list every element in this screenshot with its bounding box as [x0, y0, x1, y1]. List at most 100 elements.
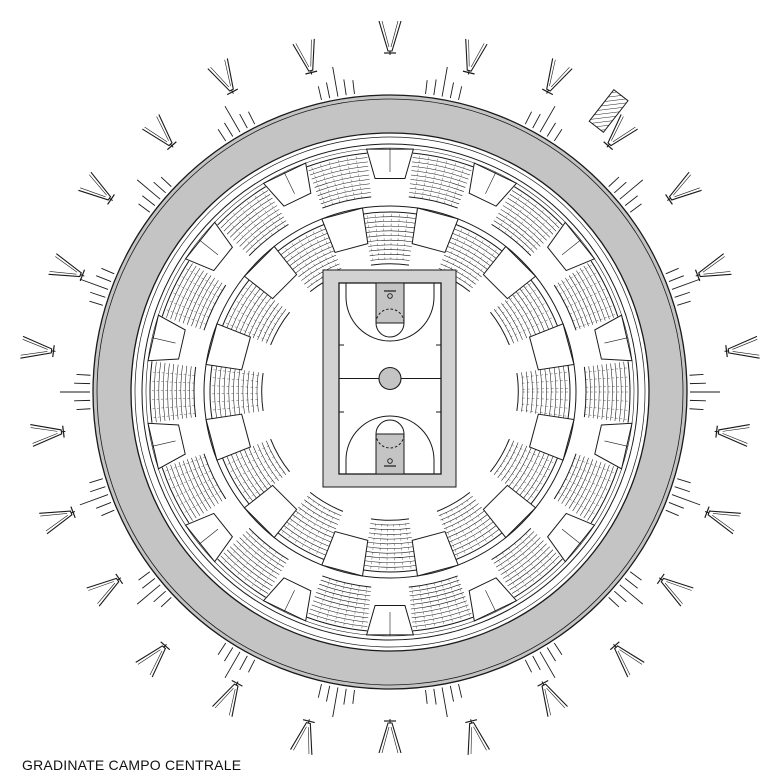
support-mast — [20, 335, 56, 359]
lower-seat-row — [226, 456, 254, 502]
upper-seat-row — [498, 212, 541, 247]
upper-seat-row — [180, 365, 183, 419]
lower-seat-row — [549, 368, 552, 416]
lower-seat-row — [436, 492, 471, 512]
lower-seat-row — [367, 239, 413, 243]
lower-seat-row — [233, 368, 236, 416]
upper-seat-row — [308, 157, 368, 172]
perimeter-strut-line — [619, 584, 644, 605]
upper-seat-row — [505, 546, 550, 583]
upper-seat-row — [412, 608, 470, 623]
perimeter-strut-line — [224, 651, 241, 679]
lower-seat-mark — [405, 522, 412, 569]
mast-inner-arms — [702, 256, 731, 275]
perimeter-strut-line — [101, 267, 115, 275]
lower-seat-mark — [519, 409, 567, 417]
center-circle — [378, 366, 402, 391]
perimeter-strut-line — [138, 203, 151, 213]
mast-inner-arms — [673, 174, 700, 198]
lower-seat-row — [447, 514, 488, 538]
lower-seat-row — [363, 211, 417, 215]
lower-seat-row — [366, 230, 414, 233]
lower-seat-mark — [378, 522, 382, 570]
lower-seat-row — [252, 371, 255, 413]
upper-seat-row — [511, 555, 560, 594]
support-masts — [20, 20, 760, 755]
lower-seat-mark — [382, 214, 386, 262]
upper-seat-row — [553, 284, 577, 331]
lower-seat-row — [366, 546, 414, 549]
mast-foot — [606, 143, 610, 148]
lower-seat-mark — [520, 403, 568, 409]
upper-seat-row — [409, 579, 460, 592]
lower-seat-row — [307, 495, 342, 517]
mast-arms — [78, 171, 112, 201]
upper-seat-row — [502, 205, 547, 241]
upper-seat-row — [230, 546, 275, 583]
perimeter-strut-line — [101, 509, 115, 517]
perimeter-strut-line — [138, 571, 151, 581]
upper-seat-row — [319, 187, 371, 201]
lower-seat-row — [256, 372, 259, 412]
upper-seat-row — [217, 558, 266, 598]
upper-seat-row — [182, 272, 208, 324]
upper-seat-row — [203, 284, 227, 331]
lower-seat-row — [493, 440, 515, 475]
support-mast — [541, 58, 573, 96]
perimeter-strut-line — [532, 655, 541, 671]
lower-tier-seat-rows — [209, 211, 571, 573]
mast-inner-arms — [468, 39, 485, 68]
upper-seat-row — [242, 216, 285, 250]
perimeter-strut-line — [449, 82, 454, 99]
upper-seat-row — [187, 275, 212, 325]
upper-seat-row — [170, 265, 197, 320]
upper-seat-row — [576, 270, 602, 323]
upper-seat-row — [411, 600, 467, 614]
upper-seat-row — [411, 170, 467, 184]
lower-seat-row — [370, 258, 410, 261]
perimeter-strut-line — [160, 597, 172, 608]
lower-seat-mark — [493, 283, 532, 313]
lower-seat-row — [504, 445, 528, 484]
upper-seat-row — [588, 366, 591, 418]
upper-vomitory-stair — [199, 239, 219, 256]
lower-seat-row — [497, 306, 519, 342]
lower-seat-mark — [374, 214, 380, 262]
lower-seat-mark — [445, 510, 466, 554]
lower-seat-row — [526, 282, 554, 328]
upper-seat-row — [199, 455, 223, 502]
lower-seat-row — [450, 237, 494, 263]
upper-vomitory — [262, 162, 312, 207]
lower-seat-mark — [503, 303, 545, 328]
mast-arms — [467, 721, 490, 755]
lower-seat-mark — [229, 315, 272, 336]
perimeter-strut-line — [674, 486, 690, 493]
upper-seat-row — [500, 540, 544, 575]
lower-seat-row — [365, 555, 415, 559]
mast-arms — [541, 683, 568, 717]
lower-seat-mark — [312, 231, 334, 274]
perimeter-strut-line — [524, 111, 532, 125]
upper-seat-row — [182, 460, 208, 512]
upper-seat-row — [500, 209, 544, 244]
support-mast — [462, 38, 488, 75]
upper-vomitory — [184, 512, 234, 563]
outer-ring-inner-line — [134, 136, 646, 648]
lower-vomitory — [243, 245, 298, 300]
upper-seat-row — [176, 364, 179, 420]
outer-ring-outer-line — [96, 98, 684, 686]
upper-seat-row — [195, 456, 219, 504]
perimeter-strut-line — [629, 203, 642, 213]
top-hoop — [387, 293, 393, 299]
upper-seat-row — [199, 282, 223, 329]
perimeter-strut-line — [96, 502, 112, 509]
upper-seat-row — [514, 186, 563, 226]
mast-inner-arms — [49, 256, 78, 275]
support-mast — [30, 424, 66, 447]
mast-arms — [607, 114, 638, 147]
support-mast — [292, 38, 318, 75]
lower-seat-row — [289, 517, 332, 543]
lower-seat-row — [364, 565, 416, 568]
mast-inner-arms — [214, 687, 236, 716]
upper-seat-row — [412, 161, 470, 176]
